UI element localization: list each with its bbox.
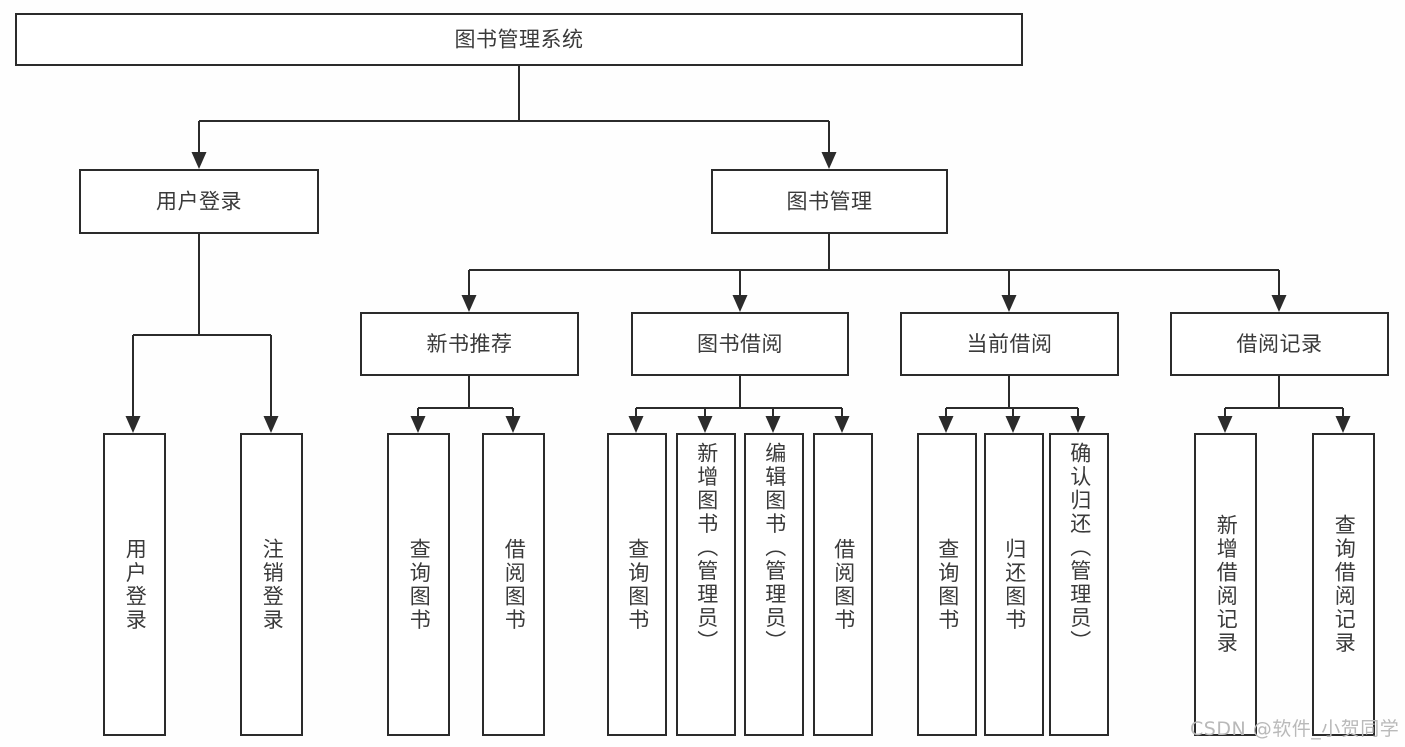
node-box-leaf-return-book[interactable]	[983, 432, 1045, 737]
arrow-head-icon	[505, 416, 521, 433]
node-label-current-borrow: 当前借阅	[967, 332, 1053, 356]
connectors-layer	[125, 65, 1351, 433]
node-leaf-user-login[interactable]	[102, 432, 167, 737]
node-book-manage[interactable]: 图书管理	[710, 168, 949, 235]
node-leaf-add-book[interactable]	[675, 432, 737, 737]
arrow-head-icon	[1335, 416, 1351, 433]
node-label-user-login: 用户登录	[156, 190, 242, 214]
arrow-head-icon	[1070, 416, 1086, 433]
node-new-book-recommend[interactable]: 新书推荐	[359, 311, 580, 377]
arrow-head-icon	[732, 295, 748, 312]
node-leaf-query-book-1[interactable]	[386, 432, 451, 737]
node-leaf-borrow-book-2[interactable]	[812, 432, 874, 737]
arrow-head-icon	[1217, 416, 1233, 433]
arrow-head-icon	[263, 416, 279, 433]
arrow-head-icon	[821, 152, 837, 169]
arrow-head-icon	[461, 295, 477, 312]
node-box-leaf-query-record[interactable]	[1311, 432, 1376, 737]
arrow-head-icon	[191, 152, 207, 169]
node-box-leaf-query-book-1[interactable]	[386, 432, 451, 737]
arrow-head-icon	[1001, 295, 1017, 312]
node-box-leaf-logout[interactable]	[239, 432, 304, 737]
csdn-watermark: CSDN @软件_小贺同学	[1190, 718, 1400, 740]
node-current-borrow[interactable]: 当前借阅	[899, 311, 1120, 377]
node-box-leaf-user-login[interactable]	[102, 432, 167, 737]
node-box-book-borrow[interactable]	[630, 311, 850, 377]
node-box-current-borrow[interactable]	[899, 311, 1120, 377]
arrow-head-icon	[125, 416, 141, 433]
arrow-head-icon	[1005, 416, 1021, 433]
node-box-book-manage[interactable]	[710, 168, 949, 235]
node-box-leaf-confirm-return[interactable]	[1048, 432, 1110, 737]
node-leaf-add-record[interactable]	[1193, 432, 1258, 737]
arrow-head-icon	[834, 416, 850, 433]
connector-borrow-record	[1217, 375, 1351, 433]
node-label-new-book-recommend: 新书推荐	[427, 332, 513, 356]
node-root[interactable]: 图书管理系统	[14, 12, 1024, 67]
arrow-head-icon	[697, 416, 713, 433]
node-leaf-query-book-3[interactable]	[916, 432, 978, 737]
node-leaf-query-book-2[interactable]	[606, 432, 668, 737]
node-leaf-borrow-book-1[interactable]	[481, 432, 546, 737]
connector-book-manage	[461, 233, 1287, 312]
node-leaf-logout[interactable]	[239, 432, 304, 737]
node-label-book-borrow: 图书借阅	[697, 332, 783, 356]
node-leaf-return-book[interactable]	[983, 432, 1045, 737]
node-box-user-login[interactable]	[78, 168, 320, 235]
node-label-borrow-record: 借阅记录	[1237, 332, 1323, 356]
connector-user-login	[125, 233, 279, 433]
arrow-head-icon	[938, 416, 954, 433]
node-box-root[interactable]	[14, 12, 1024, 67]
node-leaf-confirm-return[interactable]	[1048, 432, 1110, 737]
node-box-leaf-add-record[interactable]	[1193, 432, 1258, 737]
node-box-leaf-borrow-book-1[interactable]	[481, 432, 546, 737]
connector-new-book-recommend	[410, 375, 521, 433]
arrow-head-icon	[765, 416, 781, 433]
arrow-head-icon	[1271, 295, 1287, 312]
node-box-borrow-record[interactable]	[1169, 311, 1390, 377]
node-leaf-edit-book[interactable]	[743, 432, 805, 737]
node-box-leaf-query-book-3[interactable]	[916, 432, 978, 737]
node-box-new-book-recommend[interactable]	[359, 311, 580, 377]
node-user-login[interactable]: 用户登录	[78, 168, 320, 235]
node-box-leaf-borrow-book-2[interactable]	[812, 432, 874, 737]
node-leaf-query-record[interactable]	[1311, 432, 1376, 737]
arrow-head-icon	[410, 416, 426, 433]
node-book-borrow[interactable]: 图书借阅	[630, 311, 850, 377]
node-box-leaf-edit-book[interactable]	[743, 432, 805, 737]
node-label-root: 图书管理系统	[455, 28, 584, 52]
connector-current-borrow	[938, 375, 1086, 433]
node-box-leaf-query-book-2[interactable]	[606, 432, 668, 737]
node-borrow-record[interactable]: 借阅记录	[1169, 311, 1390, 377]
arrow-head-icon	[628, 416, 644, 433]
node-box-leaf-add-book[interactable]	[675, 432, 737, 737]
connector-root	[191, 65, 837, 169]
connector-book-borrow	[628, 375, 850, 433]
node-label-book-manage: 图书管理	[787, 190, 873, 214]
